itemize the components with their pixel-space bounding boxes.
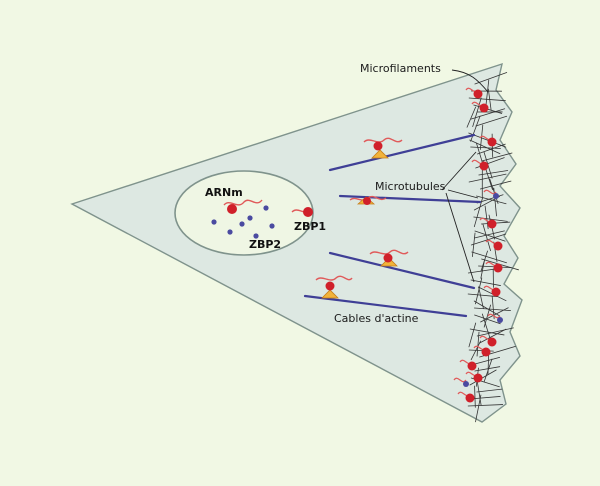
zbp1-dot	[479, 103, 489, 113]
leader-microtubules-2	[447, 189, 479, 199]
transport-complex-1	[363, 137, 403, 159]
zbp1-dot	[487, 137, 497, 147]
zbp1-dot	[465, 393, 475, 403]
edge-complexes	[453, 87, 503, 403]
nucleus-contents	[211, 199, 313, 239]
zbp1-dot	[467, 361, 477, 371]
label-microfilaments: Microfilaments	[360, 62, 441, 75]
label-zbp1: ZBP1	[294, 220, 326, 233]
track-1	[328, 133, 476, 172]
zbp2-dots	[211, 205, 275, 239]
zbp1-dot	[473, 373, 483, 383]
label-zbp2: ZBP2	[249, 238, 281, 251]
zbp2-dot	[493, 193, 499, 199]
zbp1-dot	[473, 89, 483, 99]
zbp1-dot	[487, 337, 497, 347]
leader-microtubules-1	[441, 151, 477, 191]
label-actin-cables: Cables d'actine	[334, 312, 419, 325]
mrna-strand	[223, 199, 263, 206]
zbp1-dot	[227, 204, 237, 214]
label-microtubules: Microtubules	[375, 180, 446, 193]
zbp1-dot	[493, 263, 503, 273]
zbp1-dot	[491, 287, 501, 297]
cytoskeleton-tracks	[303, 133, 482, 318]
track-4	[303, 294, 468, 318]
zbp1-dot	[481, 347, 491, 357]
leader-microfilaments	[451, 69, 489, 93]
zbp1-dot	[487, 219, 497, 229]
zbp1-dot	[479, 161, 489, 171]
transport-complex-4	[315, 275, 353, 299]
zbp2-dot	[497, 317, 503, 323]
label-mrna: ARNm	[205, 186, 243, 199]
track-3	[328, 251, 476, 290]
nucleus	[174, 170, 314, 256]
zbp1-dot	[493, 241, 503, 251]
track-2	[338, 194, 482, 204]
zbp2-dot	[463, 381, 469, 387]
leader-microtubules-3	[445, 192, 475, 283]
zbp1-dot	[303, 207, 313, 217]
cell-body	[70, 62, 523, 423]
transport-complex-3	[369, 249, 409, 267]
transport-complex-2	[349, 195, 387, 205]
